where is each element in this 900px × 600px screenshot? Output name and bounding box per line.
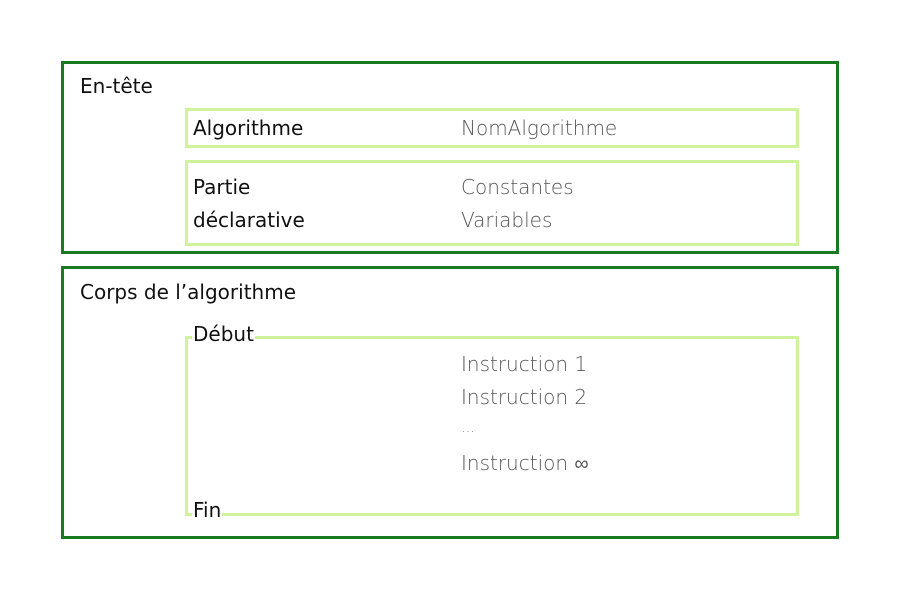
end-label: Fin (192, 498, 223, 522)
declaration-box (185, 160, 799, 246)
start-label: Début (192, 322, 255, 346)
header-title: En-tête (80, 74, 153, 98)
header-section (61, 61, 839, 254)
declaration-label-line1: Partie (193, 175, 251, 199)
instruction-ellipsis: … (461, 420, 475, 436)
instruction-2: Instruction 2 (461, 385, 588, 409)
algorithm-name-value: NomAlgorithme (461, 116, 618, 140)
body-section (61, 266, 839, 539)
algorithm-name-box (185, 108, 799, 148)
body-title: Corps de l’algorithme (80, 280, 296, 304)
instructions-box (185, 336, 799, 516)
instruction-1: Instruction 1 (461, 352, 588, 376)
declaration-label-line2: déclarative (193, 208, 305, 232)
declaration-variables: Variables (461, 208, 553, 232)
instruction-infinity: Instruction ∞ (461, 451, 589, 475)
algorithm-label: Algorithme (193, 116, 304, 140)
declaration-constants: Constantes (461, 175, 574, 199)
